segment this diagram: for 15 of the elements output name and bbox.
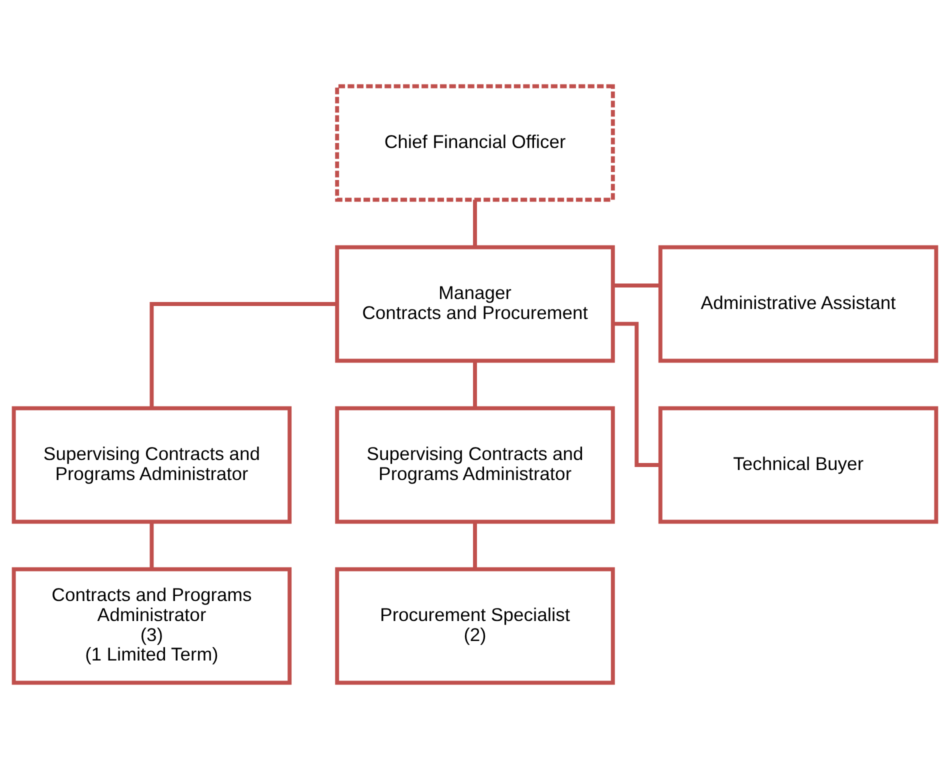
connector	[150, 302, 337, 408]
node-box: Contracts and Programs Administrator (3) (1 Limited Term)	[12, 566, 292, 684]
node-box: Administrative Assistant	[658, 244, 938, 362]
connector	[150, 521, 154, 569]
connector	[473, 521, 477, 569]
node-box: Procurement Specialist (2)	[335, 566, 615, 684]
node-box: Chief Financial Officer	[335, 84, 615, 202]
connector	[473, 199, 477, 247]
node-box: Supervising Contracts and Programs Administrator	[335, 406, 615, 524]
connector	[613, 321, 660, 466]
node-box: Supervising Contracts and Programs Administrator	[12, 406, 292, 524]
node-box: Manager Contracts and Procurement	[335, 244, 615, 362]
connector	[473, 360, 477, 408]
connector	[613, 283, 660, 288]
node-box: Technical Buyer	[658, 406, 938, 524]
